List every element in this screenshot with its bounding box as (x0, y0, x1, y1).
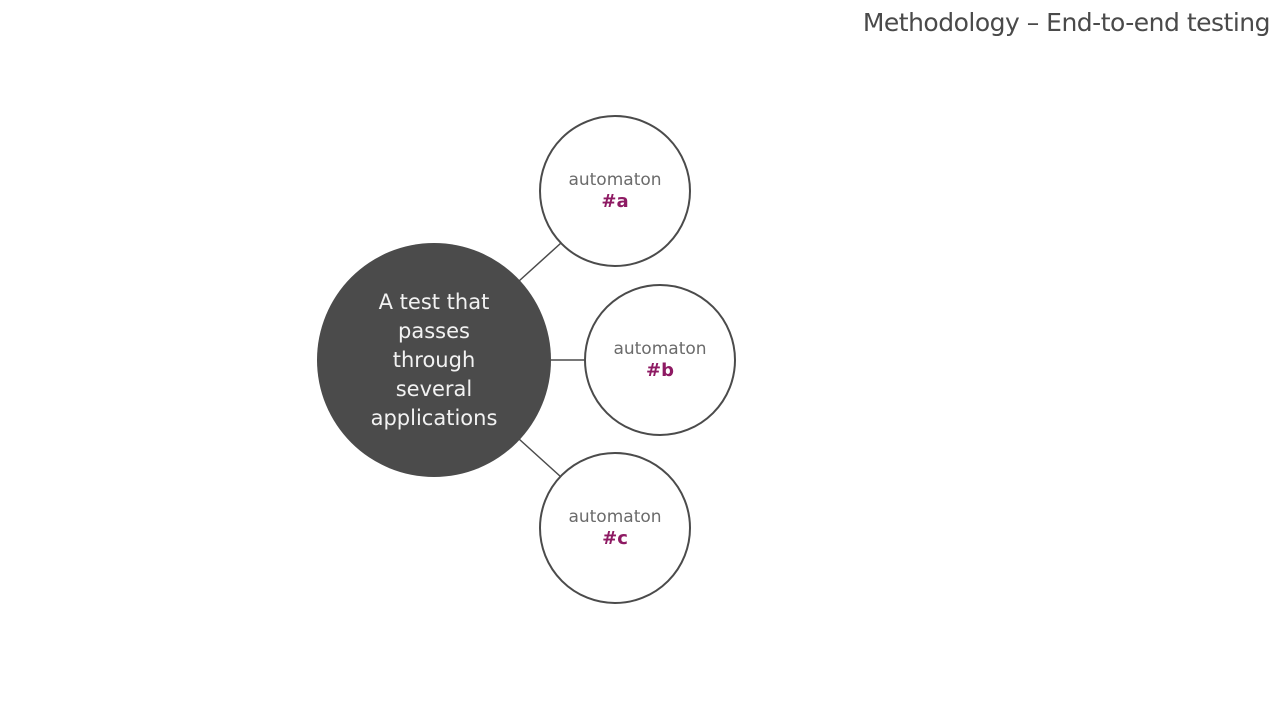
node-tag: #b (646, 360, 674, 381)
connector-hub-to-c (518, 438, 562, 478)
node-tag: #a (601, 191, 629, 212)
connector-hub-to-a (518, 242, 562, 282)
node-automaton-b: automaton #b (584, 284, 736, 436)
node-label: automaton (568, 507, 662, 527)
slide-title: Methodology – End-to-end testing (862, 8, 1271, 37)
node-label: automaton (613, 339, 707, 359)
hub-text: A test that passes through several appli… (370, 289, 498, 430)
node-tag: #c (602, 528, 628, 549)
node-label: automaton (568, 170, 662, 190)
hub-circle: A test that passes through several appli… (317, 243, 551, 477)
node-automaton-a: automaton #a (539, 115, 691, 267)
node-automaton-c: automaton #c (539, 452, 691, 604)
